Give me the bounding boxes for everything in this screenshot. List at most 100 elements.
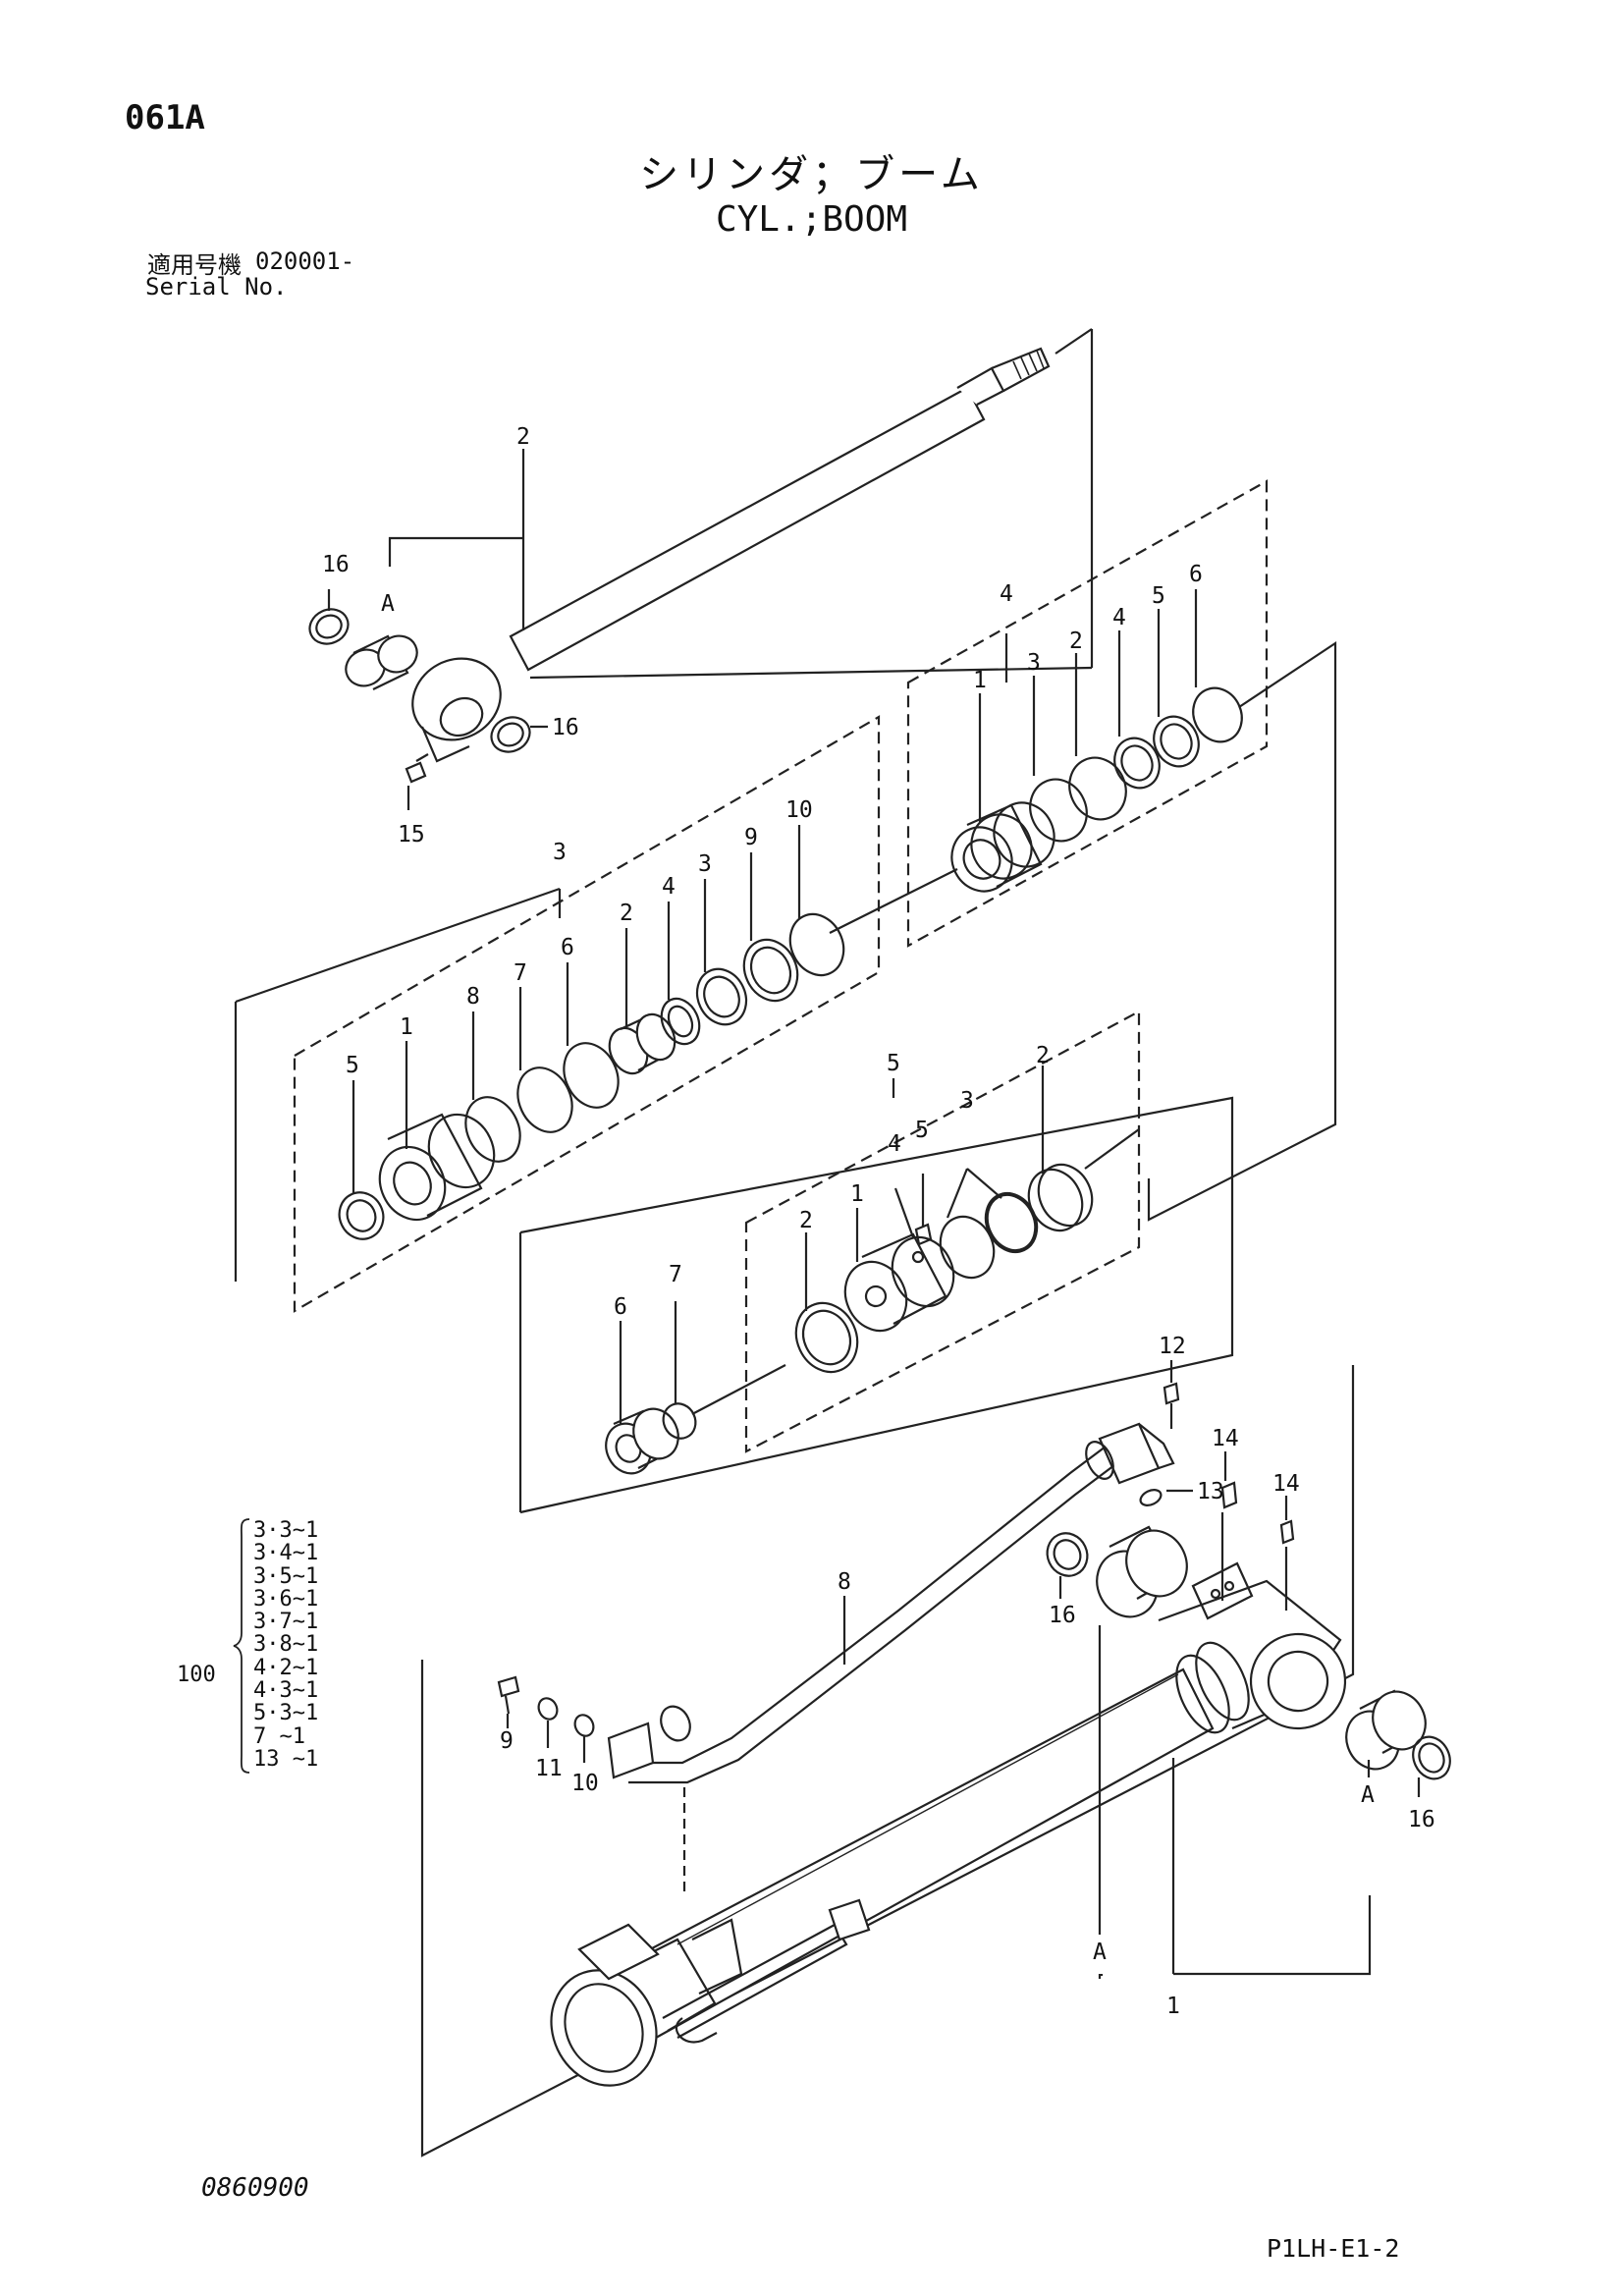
- serial-value: 020001-: [255, 247, 355, 275]
- bolt-12: [1163, 1382, 1180, 1429]
- assembly-component: 3·3~1: [253, 1518, 319, 1543]
- callout-kit3-gland: 1: [400, 1014, 413, 1040]
- bushing-2-kit3: [608, 1012, 676, 1075]
- callout-rod-letter-a: A: [381, 591, 395, 617]
- rod-thread-icon: [1012, 350, 1045, 380]
- callout-tube-oring-13: 13: [1197, 1479, 1224, 1504]
- kit-3-boundary: [293, 715, 881, 1313]
- seal-6-kit3: [563, 1042, 620, 1109]
- washer-11: [537, 1697, 559, 1721]
- callout-kit3-ring-3: 3: [698, 851, 712, 877]
- callout-kit5-piston: 1: [850, 1181, 864, 1207]
- callout-kit3-seal-6: 6: [561, 935, 574, 960]
- seal-7-kit3: [516, 1066, 573, 1133]
- callout-tube-ring-16-right: 16: [1408, 1807, 1435, 1832]
- callout-tube-plug-14a: 14: [1212, 1426, 1239, 1451]
- serial-label-japanese: 適用号機: [147, 251, 242, 279]
- callout-kit5-ring-2-right: 2: [1036, 1043, 1050, 1068]
- callout-tube-washer-10: 10: [571, 1771, 599, 1796]
- callout-kit5-ring-3: 3: [960, 1088, 974, 1114]
- brace-icon: [232, 1517, 251, 1780]
- assembly-component: 7 ~1: [253, 1723, 305, 1749]
- ring-2-right-kit5: [1027, 1163, 1094, 1232]
- ring-16-right: [490, 716, 531, 753]
- ring-4-kit3: [660, 997, 701, 1046]
- backup-ring-2-kit4: [1068, 756, 1127, 821]
- assembly-component: 4·2~1: [253, 1655, 319, 1680]
- sheet-code: P1LH-E1-2: [1267, 2234, 1400, 2263]
- assembly-component: 3·5~1: [253, 1563, 319, 1589]
- piston-rod: [411, 347, 1051, 763]
- callout-tube-ring-16: 16: [1049, 1603, 1076, 1628]
- assembly-component: 3·8~1: [253, 1632, 319, 1658]
- nut-5-kit3: [338, 1191, 385, 1240]
- assembly-component: 3·6~1: [253, 1586, 319, 1612]
- assembly-component: 3·7~1: [253, 1610, 319, 1635]
- callout-kit5-group: 5: [887, 1051, 900, 1076]
- callout-tube-1: 1: [1166, 1994, 1180, 2019]
- tube-assembly-boundary: [420, 1365, 1355, 2158]
- kit-5-boundary: [744, 1010, 1141, 1453]
- callout-kit4-ring-b: 5: [1152, 583, 1165, 609]
- assembly-component: 3·4~1: [253, 1541, 319, 1566]
- ring-16-upper: [308, 608, 350, 645]
- callout-tube-bolt-12: 12: [1159, 1334, 1186, 1359]
- callout-kit3-bushing: 2: [620, 901, 633, 926]
- washer-10: [573, 1714, 595, 1737]
- plug-14a: [1220, 1481, 1238, 1509]
- bushing-a-upper: [345, 634, 418, 690]
- callout-tube-bolt-9: 9: [500, 1728, 514, 1754]
- kit-4-boundary: [906, 479, 1269, 948]
- callout-kit3-nut: 5: [346, 1053, 359, 1078]
- assembly-component: 4·3~1: [253, 1678, 319, 1704]
- ring-6-kit4: [1192, 686, 1243, 743]
- ring-9-kit3: [742, 938, 799, 1003]
- title-japanese: シリンダ；ブーム: [639, 152, 984, 197]
- plug-14b: [1279, 1519, 1295, 1545]
- title-english: CYL.;BOOM: [715, 199, 908, 240]
- grease-fitting: [405, 753, 429, 784]
- callout-kit3-seal-8: 8: [466, 984, 480, 1010]
- callout-kit4-ring-a: 4: [1112, 605, 1126, 630]
- callout-tube-washer-11: 11: [535, 1756, 563, 1781]
- callout-kit4-ring-c: 6: [1189, 562, 1203, 587]
- hydraulic-pipe-8: [623, 1422, 1175, 1784]
- oring-13: [1139, 1489, 1163, 1506]
- page-code: 061A: [125, 98, 205, 137]
- piston-kit4: [950, 801, 1055, 893]
- callout-kit3-seal-7: 7: [514, 960, 527, 986]
- cylinder-tube: [550, 1561, 1347, 2087]
- collar-6-kit5: [605, 1407, 679, 1475]
- callout-rod-ring-16-right: 16: [552, 715, 579, 740]
- ring-3b-kit5: [984, 1191, 1039, 1254]
- gland-1-kit3: [378, 1113, 496, 1222]
- ring-3-kit3: [695, 967, 748, 1026]
- callout-rod-ring-16-upper: 16: [322, 552, 350, 577]
- callout-kit3-ring-10: 10: [785, 797, 813, 823]
- ring-5-kit4: [1153, 715, 1200, 768]
- callout-kit3-ring-9: 9: [744, 825, 758, 850]
- callout-kit4-group: 4: [1000, 581, 1013, 607]
- serial-label-english: Serial No.: [145, 273, 288, 301]
- ball-4-kit5: [911, 1250, 925, 1264]
- callout-tube-plug-14b: 14: [1272, 1471, 1300, 1497]
- seal-8-kit3: [464, 1096, 521, 1163]
- bolt-9: [497, 1675, 520, 1715]
- callout-kit5-ring-2-left: 2: [799, 1208, 813, 1233]
- callout-kit5-ball: 4: [888, 1131, 901, 1157]
- callout-tube-letter-a-right: A: [1361, 1782, 1375, 1808]
- callout-rod-2: 2: [516, 424, 530, 450]
- drawing-code: 0860900: [201, 2173, 309, 2203]
- ring-16-right-tube: [1412, 1735, 1451, 1780]
- callout-kit4-oring: 3: [1027, 650, 1041, 676]
- ring-16-tube: [1046, 1532, 1089, 1577]
- callout-kit5-ring-7: 7: [669, 1262, 682, 1287]
- bushing-a-right: [1345, 1689, 1427, 1771]
- pipe-clamp: [607, 1705, 691, 1779]
- callout-tube-pipe-8: 8: [838, 1569, 851, 1595]
- callout-kit5-collar: 6: [614, 1294, 627, 1320]
- ring-2-left-kit5: [794, 1301, 859, 1374]
- callout-rod-grease-15: 15: [398, 822, 425, 847]
